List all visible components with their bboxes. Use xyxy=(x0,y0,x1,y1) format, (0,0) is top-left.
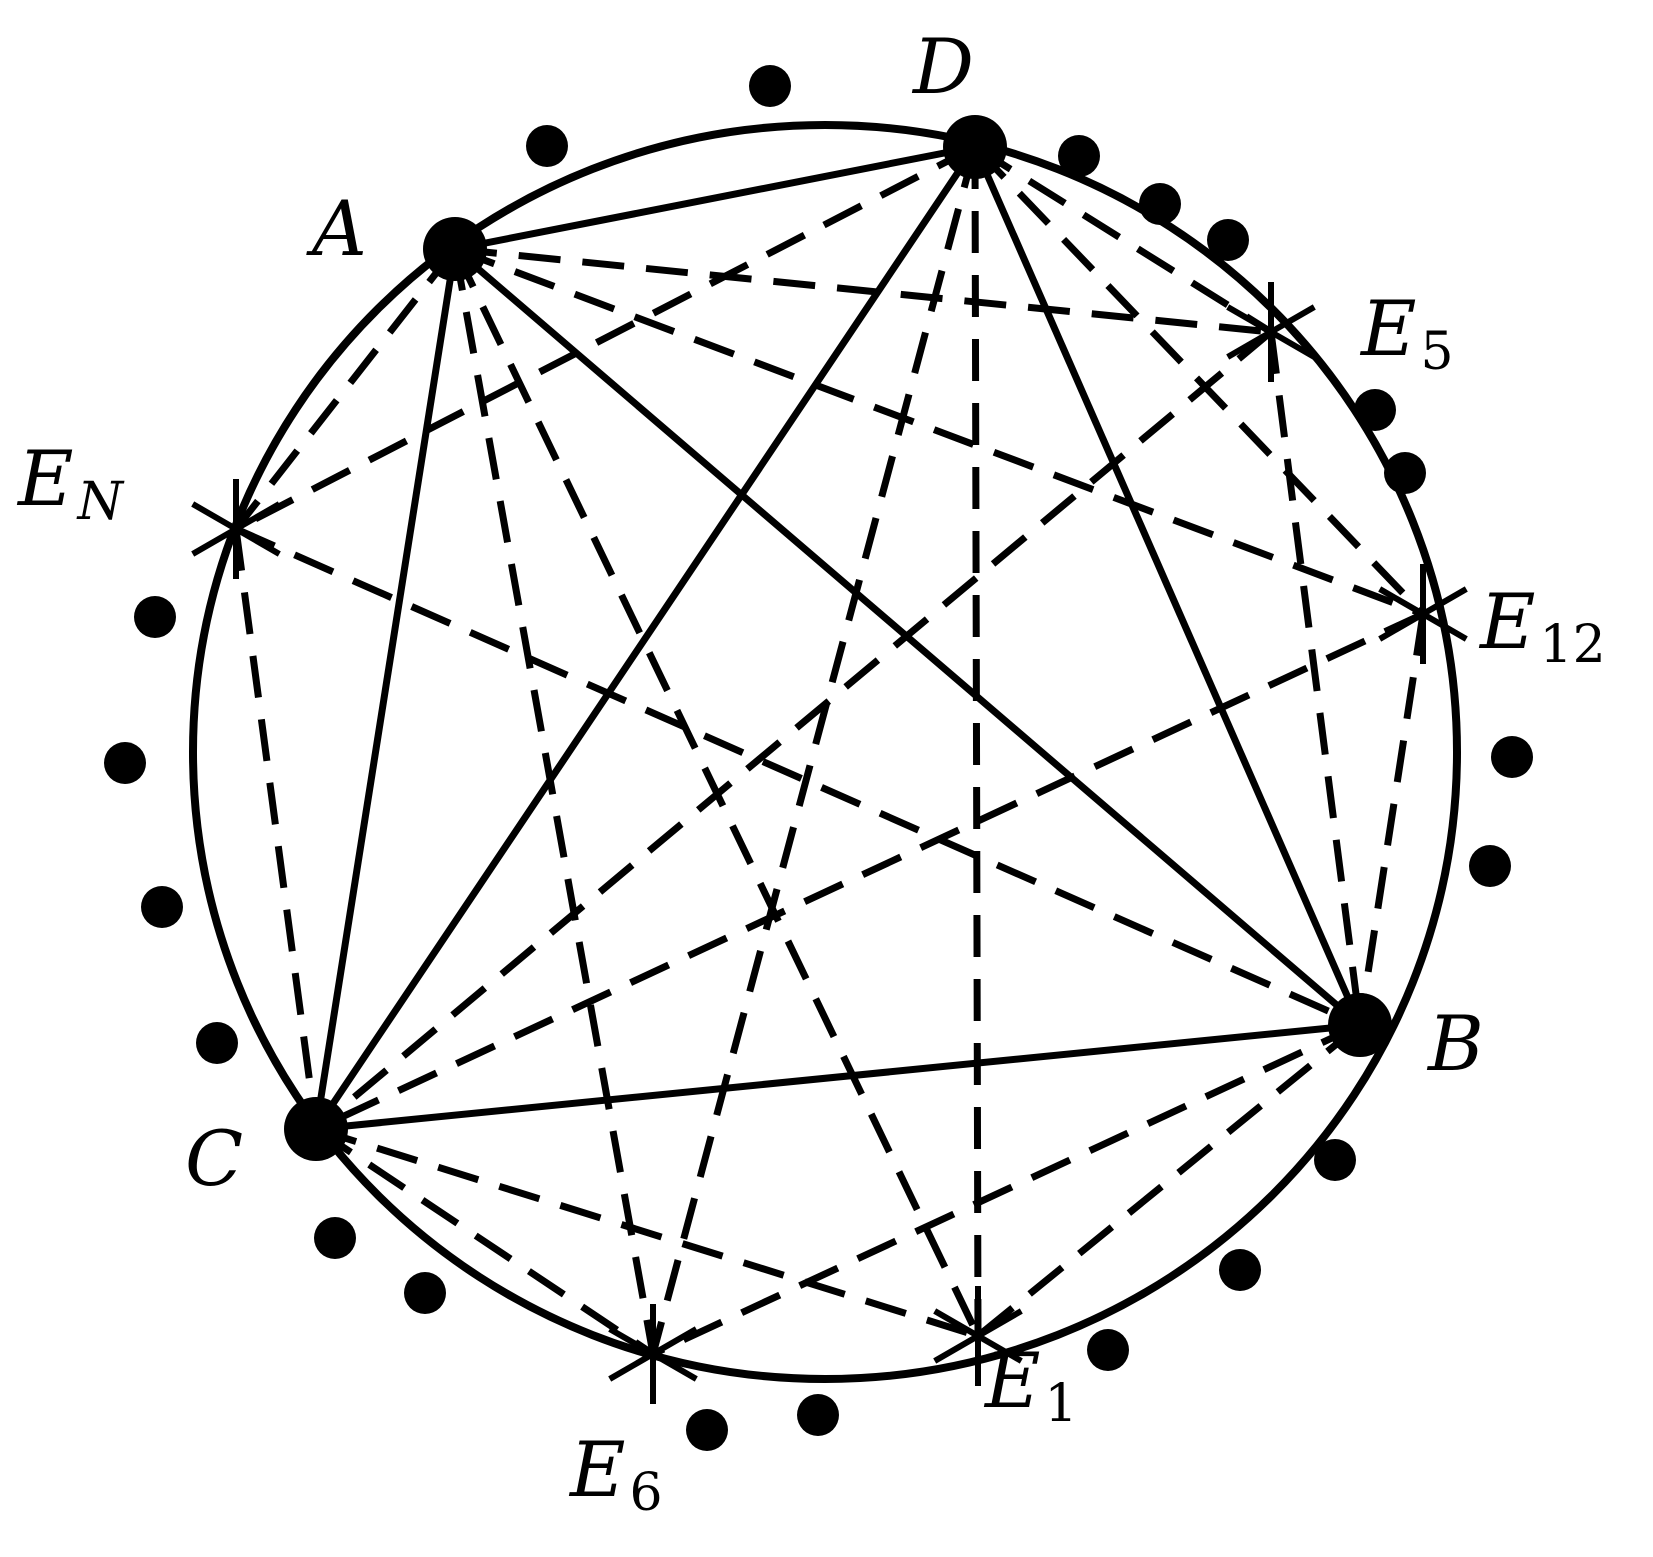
dashed-link-e5-c xyxy=(313,329,1274,1132)
solid-link-a-b xyxy=(452,246,1363,1028)
dashed-link-d-e12 xyxy=(972,144,1426,617)
dashed-link-b-e6 xyxy=(651,1021,1362,1358)
dashed-link-a-e6 xyxy=(451,248,657,1355)
ellipsis-dot xyxy=(797,1394,839,1436)
dashed-link-a-en xyxy=(233,246,458,532)
eavesdropper-star-en xyxy=(191,479,281,579)
ellipsis-dot xyxy=(314,1217,356,1259)
label-en: EN xyxy=(16,434,124,532)
ellipsis-dot xyxy=(104,742,146,784)
label-e1: E1 xyxy=(983,1336,1078,1434)
ellipsis-dot xyxy=(749,65,791,107)
solid-link-c-b xyxy=(315,1021,1361,1133)
label-a: A xyxy=(306,184,367,273)
dashed-link-en-c xyxy=(232,528,320,1130)
dashed-link-b-e1 xyxy=(975,1022,1363,1339)
solid-link-d-c xyxy=(313,145,978,1131)
dashed-link-a-e5 xyxy=(454,245,1272,336)
ellipsis-dot xyxy=(1087,1329,1129,1371)
dashed-link-e5-b xyxy=(1267,331,1364,1026)
dashed-link-d-e6 xyxy=(649,146,979,1355)
solid-link-a-d xyxy=(454,143,976,253)
ellipsis-dot xyxy=(1314,1139,1356,1181)
node-c xyxy=(284,1097,348,1161)
node-d xyxy=(943,115,1007,179)
ellipsis-dot xyxy=(141,886,183,928)
ellipsis-dot xyxy=(1354,389,1396,431)
eavesdropper-star-e1 xyxy=(933,1286,1023,1386)
node-b xyxy=(1328,993,1392,1057)
solid-link-a-c xyxy=(312,248,459,1130)
ellipsis-dot xyxy=(1058,135,1100,177)
ellipsis-dot xyxy=(1491,736,1533,778)
dashed-link-c-e6 xyxy=(314,1126,655,1357)
ellipsis-dot xyxy=(404,1272,446,1314)
dashed-link-a-e12 xyxy=(453,245,1425,618)
label-e6: E6 xyxy=(568,1425,663,1523)
dashed-link-e12-c xyxy=(314,610,1425,1133)
dashed-link-en-b xyxy=(234,525,1362,1029)
ellipsis-dot xyxy=(134,596,176,638)
eavesdropper-star-e5 xyxy=(1226,282,1316,382)
label-c: C xyxy=(185,1114,243,1203)
label-e5: E5 xyxy=(1359,284,1454,382)
solid-link-d-b xyxy=(971,145,1364,1027)
dashed-link-e12-b xyxy=(1356,613,1427,1026)
eavesdropper-star-e6 xyxy=(608,1304,698,1404)
eavesdropper-star-e12 xyxy=(1378,564,1468,664)
dashed-link-d-e5 xyxy=(973,144,1273,335)
ellipsis-dot xyxy=(1207,219,1249,261)
ellipsis-dot xyxy=(1219,1249,1261,1291)
ellipsis-dot xyxy=(1469,845,1511,887)
boundary-circle xyxy=(189,121,1461,1383)
ellipsis-dot xyxy=(686,1409,728,1451)
ellipsis-dot xyxy=(1139,183,1181,225)
dashed-link-c-e1 xyxy=(314,1125,980,1340)
label-b: B xyxy=(1426,999,1484,1088)
label-d: D xyxy=(911,22,974,111)
node-a xyxy=(423,217,487,281)
ellipsis-dot xyxy=(196,1022,238,1064)
ellipsis-dot xyxy=(1384,452,1426,494)
dashed-link-d-e1 xyxy=(971,146,982,1337)
dashed-link-d-en xyxy=(234,143,977,533)
ellipsis-dot xyxy=(526,125,568,167)
label-e12: E12 xyxy=(1478,577,1606,675)
